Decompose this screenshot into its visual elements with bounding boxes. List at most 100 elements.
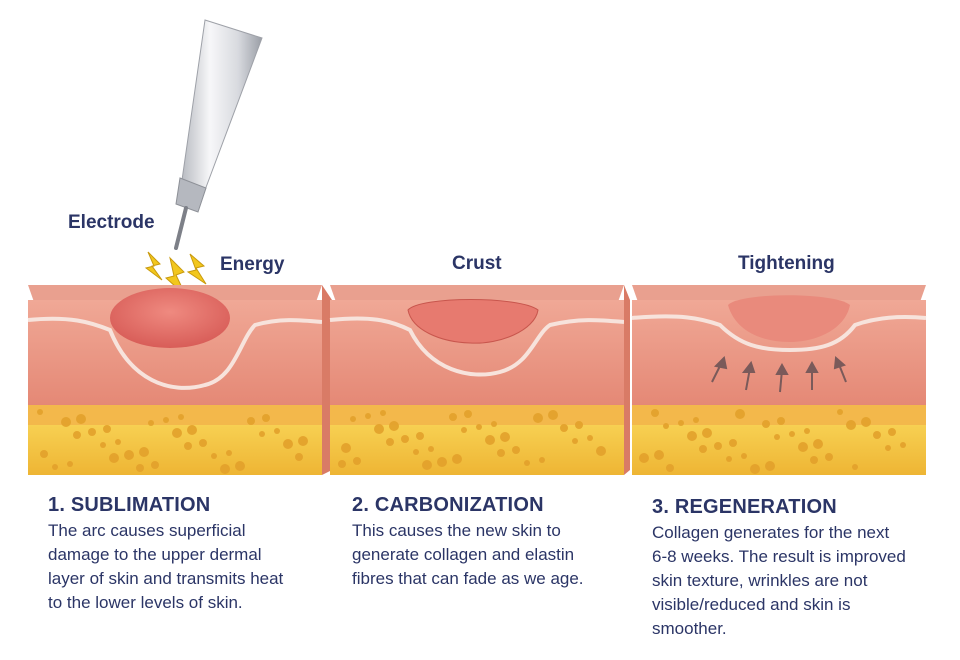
fat-cell-dot [100, 442, 106, 448]
fat-cell-dot [693, 417, 699, 423]
fat-cell-dot [663, 423, 669, 429]
fat-cell-dot [148, 420, 154, 426]
fat-cell-dot [726, 456, 732, 462]
fat-cell-dot [651, 409, 659, 417]
fat-cell-dot [452, 454, 462, 464]
fat-cell-dot [512, 446, 520, 454]
fat-cell-dot [262, 414, 270, 422]
step-line: visible/reduced and skin is [652, 595, 851, 614]
label-crust: Crust [452, 253, 502, 274]
fat-cell-dot [500, 432, 510, 442]
fat-cell-dot [524, 460, 530, 466]
fat-cell-dot [247, 417, 255, 425]
fat-cell-dot [774, 434, 780, 440]
fat-cell-dot [136, 464, 144, 472]
fat-cell-dot [365, 413, 371, 419]
fat-cell-dot [560, 424, 568, 432]
fat-cell-dot [654, 450, 664, 460]
fat-cell-dot [699, 445, 707, 453]
fat-cell-dot [341, 443, 351, 453]
fat-cell-dot [798, 442, 808, 452]
fat-cell-dot [226, 450, 232, 456]
fat-cell-dot [184, 442, 192, 450]
fat-cell-dot [765, 461, 775, 471]
fat-cell-dot [804, 428, 810, 434]
step-title: 1. SUBLIMATION [48, 494, 211, 516]
step-line: This causes the new skin to [352, 521, 561, 540]
fat-cell-dot [422, 460, 432, 470]
label-energy: Energy [220, 254, 285, 275]
step-line: generate collagen and elastin [352, 545, 575, 564]
step-line: smoother. [652, 619, 727, 638]
fat-cell-dot [539, 457, 545, 463]
fat-cell-dot [873, 431, 881, 439]
fat-cell-dot [461, 427, 467, 433]
step-title: 3. REGENERATION [652, 496, 837, 518]
fat-cell-dot [729, 439, 737, 447]
fat-cell-dot [139, 447, 149, 457]
fat-cell-dot [678, 420, 684, 426]
fat-cell-dot [61, 417, 71, 427]
step-carbonization: 2. CARBONIZATION This causes the new ski… [352, 494, 584, 591]
fat-cell-dot [813, 439, 823, 449]
fat-cell-dot [596, 446, 606, 456]
fat-cell-dot [298, 436, 308, 446]
skin-block-sublimation [27, 285, 332, 475]
fat-cell-dot [587, 435, 593, 441]
electrode-tool [174, 19, 263, 250]
fat-cell-dot [687, 431, 697, 441]
fat-cell-dot [380, 410, 386, 416]
fat-cell-dot [235, 461, 245, 471]
step-line: The arc causes superficial [48, 521, 246, 540]
fat-cell-dot [52, 464, 58, 470]
fat-cell-dot [533, 413, 543, 423]
fat-cell-dot [885, 445, 891, 451]
fat-cell-dot [476, 424, 482, 430]
fat-cell-dot [151, 461, 159, 469]
fat-cell-dot [338, 460, 346, 468]
fat-cell-dot [548, 410, 558, 420]
fat-cell-dot [416, 432, 424, 440]
step-line: 6-8 weeks. The result is improved [652, 547, 906, 566]
step-line: skin texture, wrinkles are not [652, 571, 868, 590]
fat-cell-dot [115, 439, 121, 445]
fat-cell-dot [283, 439, 293, 449]
step-title: 2. CARBONIZATION [352, 494, 544, 516]
skin-block-carbonization [329, 285, 630, 475]
fat-cell-dot [666, 464, 674, 472]
fat-cell-dot [109, 453, 119, 463]
fat-cell-dot [40, 450, 48, 458]
fat-cell-dot [187, 425, 197, 435]
tightening-arrow-icons [711, 355, 847, 393]
fat-cell-dot [103, 425, 111, 433]
fat-cell-dot [485, 435, 495, 445]
fat-cell-dot [67, 461, 73, 467]
fat-cell-dot [88, 428, 96, 436]
fat-cell-dot [73, 431, 81, 439]
fat-cell-dot [374, 424, 384, 434]
fat-cell-dot [353, 457, 361, 465]
fat-cell-dot [714, 442, 722, 450]
fat-cell-dot [428, 446, 434, 452]
fat-cell-dot [124, 450, 134, 460]
fat-cell-dot [259, 431, 265, 437]
fat-cell-dot [639, 453, 649, 463]
fat-cell-dot [810, 456, 818, 464]
fat-cell-dot [572, 438, 578, 444]
fat-cell-dot [350, 416, 356, 422]
fat-cell-dot [846, 420, 856, 430]
fat-cell-dot [163, 417, 169, 423]
fat-cell-dot [900, 442, 906, 448]
fat-cell-dot [386, 438, 394, 446]
fat-cell-dot [37, 409, 43, 415]
fat-cell-dot [220, 464, 230, 474]
fat-cell-dot [852, 464, 858, 470]
fat-cell-dot [861, 417, 871, 427]
fat-cell-dot [401, 435, 409, 443]
fat-cell-dot [575, 421, 583, 429]
fat-cell-dot [825, 453, 833, 461]
fat-cell-dot [199, 439, 207, 447]
skin-block-regeneration [631, 285, 927, 475]
step-line: Collagen generates for the next [652, 523, 890, 542]
fat-cell-dot [211, 453, 217, 459]
